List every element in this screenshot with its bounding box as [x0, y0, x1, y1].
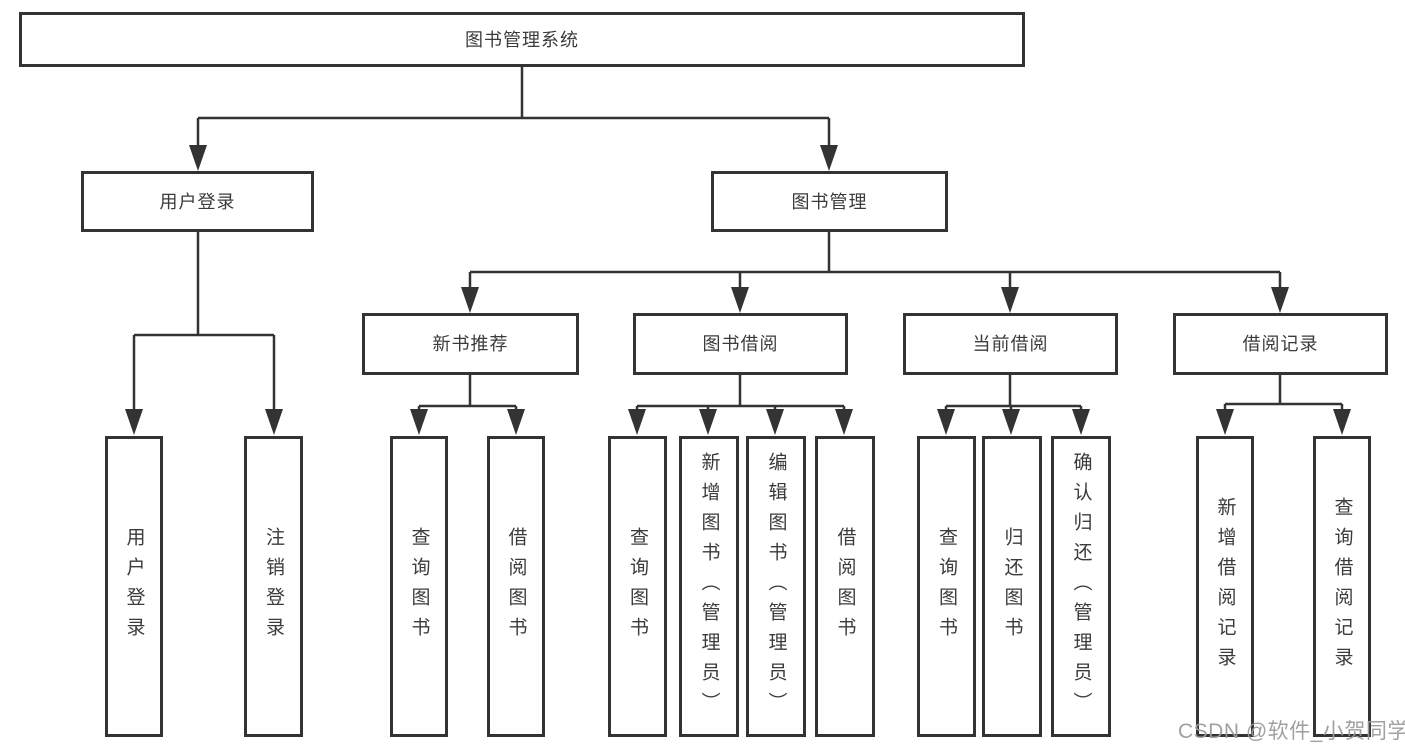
arrowhead — [1001, 287, 1019, 313]
node-label: 图书管理 — [791, 191, 868, 212]
leaf-logout: 注销登录 — [244, 436, 303, 737]
node-label: 借阅图书 — [834, 526, 856, 647]
node-label: 查询图书 — [408, 526, 430, 647]
node-current-borrow: 当前借阅 — [903, 313, 1118, 375]
arrowhead — [1072, 409, 1090, 435]
connector-current-borrow-to-leaves — [944, 375, 1083, 411]
arrowhead — [937, 409, 955, 435]
node-label: 图书管理系统 — [465, 29, 579, 50]
node-label: 新书推荐 — [432, 334, 509, 354]
arrowhead — [731, 287, 749, 313]
connector-book-mgmt-to-level3 — [468, 232, 1282, 289]
arrowhead — [1216, 409, 1234, 435]
node-label: 当前借阅 — [972, 334, 1049, 354]
node-borrow-record: 借阅记录 — [1173, 313, 1388, 375]
leaf-query-borrow-record: 查询借阅记录 — [1313, 436, 1371, 737]
node-label: 编辑图书（管理员） — [765, 451, 787, 722]
node-label: 借阅图书 — [505, 526, 527, 647]
leaf-borrow-books-1: 借阅图书 — [487, 436, 545, 737]
connector-user-login-to-leaves — [132, 232, 276, 411]
arrowhead — [461, 287, 479, 313]
node-root-system: 图书管理系统 — [19, 12, 1025, 67]
node-label: 用户登录 — [159, 191, 236, 212]
node-book-borrow: 图书借阅 — [633, 313, 848, 375]
node-label: 用户登录 — [123, 526, 145, 647]
connector-root-to-level2 — [196, 67, 831, 147]
arrowhead — [265, 409, 283, 435]
leaf-user-login: 用户登录 — [105, 436, 163, 737]
node-label: 新增图书（管理员） — [698, 451, 720, 722]
node-label: 注销登录 — [263, 526, 284, 647]
node-book-management: 图书管理 — [711, 171, 948, 232]
node-label: 查询图书 — [627, 526, 648, 647]
leaf-confirm-return-admin: 确认归还（管理员） — [1051, 436, 1111, 737]
leaf-return-books: 归还图书 — [982, 436, 1042, 737]
leaf-query-books-3: 查询图书 — [917, 436, 976, 737]
arrowhead — [189, 145, 207, 171]
arrowhead — [820, 145, 838, 171]
connector-borrow-record-to-leaves — [1223, 375, 1344, 411]
node-label: 借阅记录 — [1242, 334, 1319, 354]
arrowhead — [125, 409, 143, 435]
arrowhead — [766, 409, 784, 435]
leaf-add-borrow-record: 新增借阅记录 — [1196, 436, 1254, 737]
leaf-edit-books-admin: 编辑图书（管理员） — [746, 436, 806, 737]
connector-new-book-to-leaves — [417, 375, 518, 411]
arrowhead — [1271, 287, 1289, 313]
leaf-query-books-2: 查询图书 — [608, 436, 667, 737]
node-label: 查询借阅记录 — [1331, 496, 1353, 677]
leaf-borrow-books-2: 借阅图书 — [815, 436, 875, 737]
node-label: 归还图书 — [1001, 526, 1023, 647]
arrowhead — [507, 409, 525, 435]
leaf-query-books-1: 查询图书 — [390, 436, 448, 737]
arrowhead — [410, 409, 428, 435]
node-label: 图书借阅 — [702, 334, 779, 354]
arrowhead — [1002, 409, 1020, 435]
node-label: 新增借阅记录 — [1214, 496, 1236, 677]
node-new-book-recommend: 新书推荐 — [362, 313, 579, 375]
csdn-watermark: CSDN @软件_小贺同学 — [1178, 720, 1405, 743]
node-user-login: 用户登录 — [81, 171, 314, 232]
connector-book-borrow-to-leaves — [635, 375, 846, 411]
arrowhead — [835, 409, 853, 435]
leaf-add-books-admin: 新增图书（管理员） — [679, 436, 739, 737]
arrowhead — [1333, 409, 1351, 435]
arrowhead — [699, 409, 717, 435]
arrowhead — [628, 409, 646, 435]
node-label: 查询图书 — [936, 526, 957, 647]
node-label: 确认归还（管理员） — [1070, 451, 1092, 722]
